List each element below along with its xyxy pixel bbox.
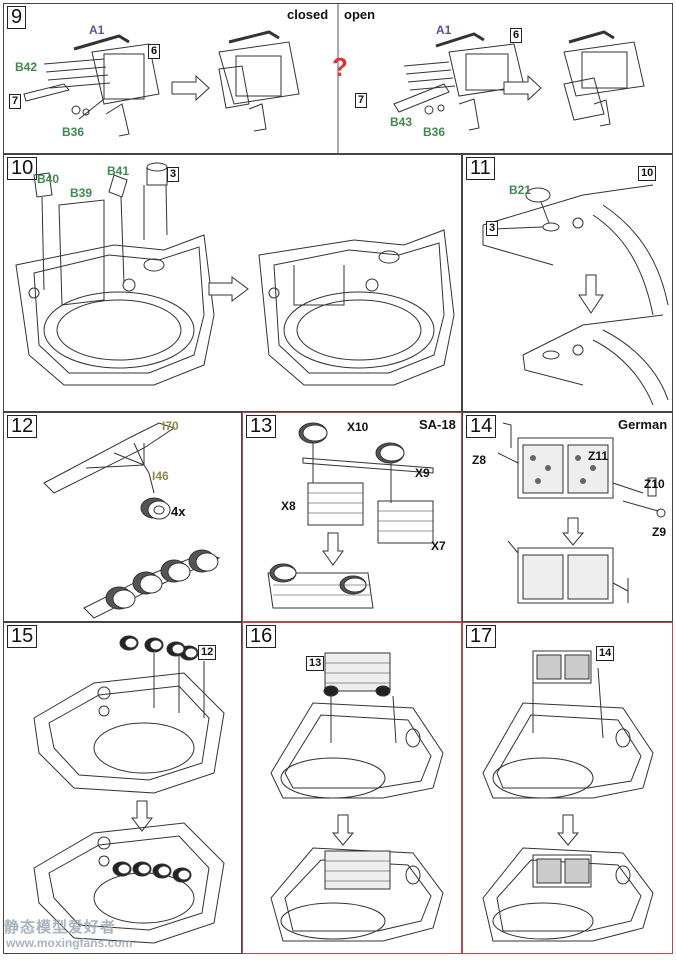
part-b36-left: B36 [62,125,85,139]
open-label: open [344,7,376,22]
part-b21: B21 [509,183,532,197]
step-12-drawing [43,422,221,619]
step-number: 12 [7,415,38,438]
part-z8: Z8 [472,453,487,467]
step-number: 11 [466,157,495,180]
variant-label: German [618,417,668,432]
part-i70: I70 [162,419,179,433]
step-11-panel: 11 B21 3 10 [462,154,673,412]
ref-7-right: 7 [355,93,368,108]
watermark-url: www.moxingfans.com [6,936,133,950]
quantity-4x: 4x [171,504,186,519]
ref-3: 3 [167,167,180,182]
variant-label: SA-18 [419,417,456,432]
ref-12: 12 [198,645,217,660]
step-number: 15 [7,625,38,648]
part-x10: X10 [347,420,369,434]
ref-6-right: 6 [510,28,523,43]
step-15-panel: 15 12 [3,622,242,954]
step-13-panel: 13 SA-18 X10 X9 X8 X7 [242,412,462,622]
part-b36-right: B36 [423,125,446,139]
ref-7-left: 7 [9,94,22,109]
ref-6-left: 6 [148,44,161,59]
ref-14: 14 [596,646,615,661]
step-16-drawing [270,652,444,942]
part-b42: B42 [15,60,38,74]
step-number: 16 [246,625,277,648]
part-x9: X9 [415,466,430,480]
closed-label: closed [287,7,329,22]
step-number: 14 [466,415,497,438]
step-16-panel: 16 13 [242,622,462,954]
step-14-panel: 14 German Z8 Z11 Z10 Z9 [462,412,673,622]
step-17-drawing [482,650,654,942]
part-z9: Z9 [652,525,667,539]
question-mark: ? [332,52,348,82]
step-9-panel: 9 closed open [3,3,673,154]
part-x8: X8 [281,499,296,513]
step-10-drawing [15,162,455,386]
ref-3: 3 [486,221,499,236]
ref-13: 13 [306,656,325,671]
step-11-drawing [482,184,669,406]
part-a1-left: A1 [89,23,105,37]
step-13-drawing [267,422,434,609]
part-i46: I46 [152,469,169,483]
part-a1-right: A1 [436,23,452,37]
watermark-logo-text: 静态模型爱好者 [4,919,117,936]
step-number: 13 [246,415,277,438]
step-number: 17 [466,625,497,648]
part-x7: X7 [431,539,446,553]
step-14-drawing [497,422,666,604]
part-b41: B41 [107,164,130,178]
part-z11: Z11 [588,449,609,463]
part-b40: B40 [37,172,60,186]
step-number: 9 [7,6,27,29]
part-b43: B43 [390,115,413,129]
step-number: 10 [7,157,38,180]
step-10-panel: 10 [3,154,462,412]
step-12-panel: 12 I70 I46 4x [3,412,242,622]
ref-10: 10 [638,166,657,181]
part-z10: Z10 [644,477,665,491]
step-9-drawing [23,4,645,153]
step-15-drawing [33,635,225,944]
step-17-panel: 17 14 [462,622,673,954]
part-b39: B39 [70,186,93,200]
